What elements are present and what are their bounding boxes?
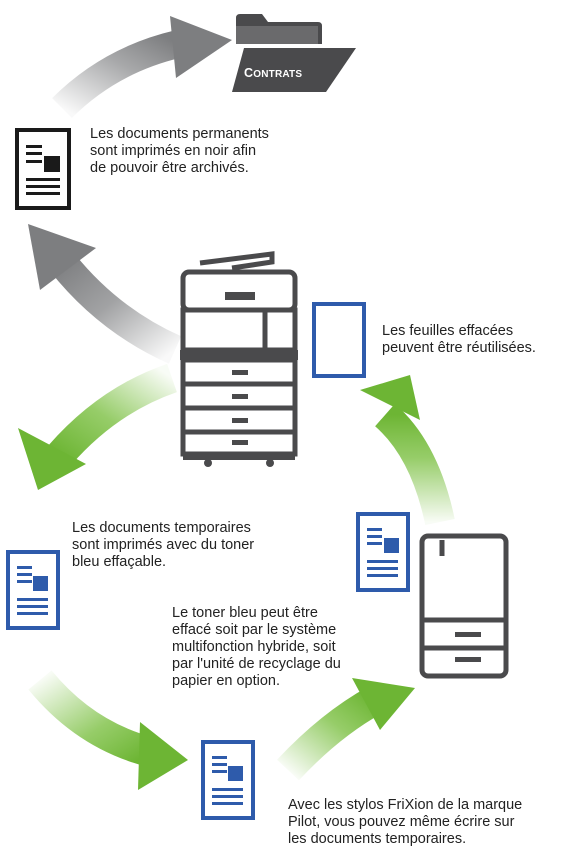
arrow-to-temporary-doc xyxy=(18,363,178,490)
frixion-document-icon xyxy=(201,740,255,820)
folder-icon xyxy=(232,14,356,92)
arrow-to-lower-doc xyxy=(28,670,188,790)
arrow-to-permanent-doc xyxy=(28,224,182,364)
reuse-sheets-caption: Les feuilles effacées peuvent être réuti… xyxy=(382,323,536,356)
folder-label-rest: ONTRATS xyxy=(253,69,303,80)
paper-recycling-unit-icon xyxy=(419,533,509,679)
folder-label-initial: C xyxy=(244,66,254,80)
permanent-documents-caption: Les documents permanents sont imprimés e… xyxy=(90,126,269,176)
temporary-documents-caption: Les documents temporaires sont imprimés … xyxy=(72,520,255,570)
frixion-pens-caption: Avec les stylos FriXion de la marque Pil… xyxy=(288,797,523,847)
permanent-document-icon xyxy=(15,128,71,210)
multifunction-printer-icon xyxy=(180,251,298,467)
folder-label: CONTRATS xyxy=(244,66,302,80)
erasable-toner-caption: Le toner bleu peut être effacé soit par … xyxy=(172,605,341,689)
arrow-to-recycler xyxy=(277,678,415,781)
arrow-to-folder xyxy=(52,16,232,119)
temporary-document-icon xyxy=(6,550,60,630)
recycling-document-icon xyxy=(356,512,410,592)
blank-sheet-icon xyxy=(312,302,366,378)
arrow-to-blank-sheet xyxy=(360,375,455,526)
